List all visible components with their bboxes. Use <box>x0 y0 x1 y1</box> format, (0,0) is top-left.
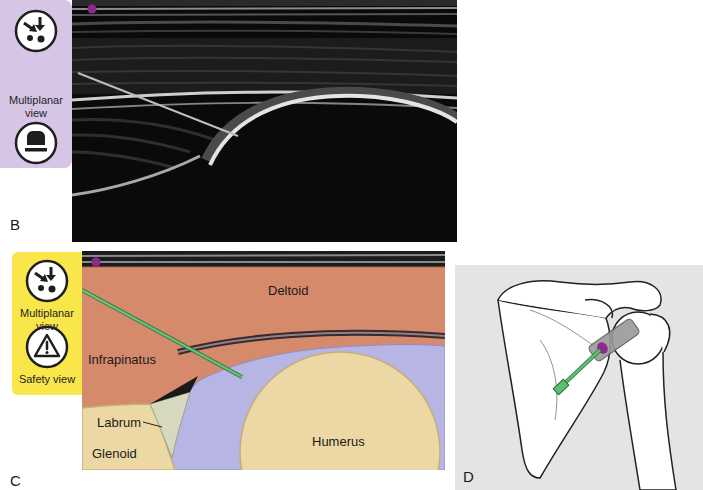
view-label: Multiplanar view <box>2 94 70 120</box>
panel-letter: D <box>463 468 474 485</box>
needle-outline <box>566 350 600 382</box>
subcutis-line <box>72 22 457 26</box>
anatomy-label: Infrapinatus <box>88 352 156 367</box>
view-icons <box>27 327 67 367</box>
skin-line <box>82 255 445 262</box>
annotated-image <box>82 251 445 470</box>
view-icons <box>16 11 56 51</box>
view-icons <box>35 335 59 356</box>
view-panel: Multiplanar viewSafety view <box>12 252 82 395</box>
view-icons <box>46 342 49 349</box>
view-icons <box>46 351 49 354</box>
sketch-ground <box>455 265 703 490</box>
scapula-shading <box>530 310 600 420</box>
skin-edge <box>82 267 445 268</box>
ultrasound-image <box>72 0 457 242</box>
muscle-streaks <box>72 46 457 86</box>
view-icons <box>50 267 53 276</box>
orientation-dot <box>88 5 97 14</box>
view-label: Safety view <box>14 373 80 386</box>
skin-layer <box>72 0 457 6</box>
view-icons <box>27 261 67 301</box>
view-label: Multiplanar view <box>14 307 80 333</box>
view-icons <box>16 123 56 163</box>
glenoid-outline <box>72 156 200 195</box>
view-icons <box>0 0 72 168</box>
view-icons <box>27 35 33 41</box>
leader-line <box>143 422 162 427</box>
shoulder-sketch <box>455 265 703 490</box>
view-icons <box>27 131 45 145</box>
humerus-shaft <box>620 352 676 490</box>
needle-hub <box>553 379 569 394</box>
orientation-dot <box>92 258 101 267</box>
skin-line <box>72 14 457 15</box>
needle <box>566 350 600 382</box>
view-icons <box>27 327 67 367</box>
view-panel: Multiplanar view <box>0 0 72 168</box>
view-icons <box>16 11 56 51</box>
view-icons <box>49 286 56 293</box>
needle <box>82 290 242 377</box>
view-icons <box>38 285 44 291</box>
needle-outline <box>82 290 242 377</box>
anatomy-label: Glenoid <box>92 446 137 461</box>
panel-letter: B <box>10 216 20 233</box>
coracoid <box>585 300 612 318</box>
view-icons <box>39 17 42 26</box>
shadow-wedge <box>150 376 198 404</box>
deltoid-texture <box>72 38 457 94</box>
ultrasound-ground <box>72 0 457 242</box>
skin-strip <box>82 251 445 267</box>
anatomy-label: Humerus <box>312 434 365 449</box>
needle <box>78 73 238 136</box>
anatomy-label: Labrum <box>97 415 141 430</box>
scapula-body <box>498 300 610 478</box>
view-icons <box>27 261 67 301</box>
fascia-band <box>178 333 445 352</box>
fascia-band <box>178 333 445 352</box>
view-icons <box>38 36 45 43</box>
skin-line <box>72 8 457 9</box>
view-icons <box>46 275 56 281</box>
view-icons <box>25 148 47 152</box>
view-icons <box>16 123 56 163</box>
anatomy-label: Deltoid <box>268 283 308 298</box>
greater-tuberosity <box>650 314 670 352</box>
humeral-head-outline <box>210 96 457 165</box>
humerus-shape <box>240 352 440 470</box>
subcutis-line <box>72 31 457 34</box>
view-icons <box>35 25 45 31</box>
panel-letter: C <box>10 472 21 489</box>
